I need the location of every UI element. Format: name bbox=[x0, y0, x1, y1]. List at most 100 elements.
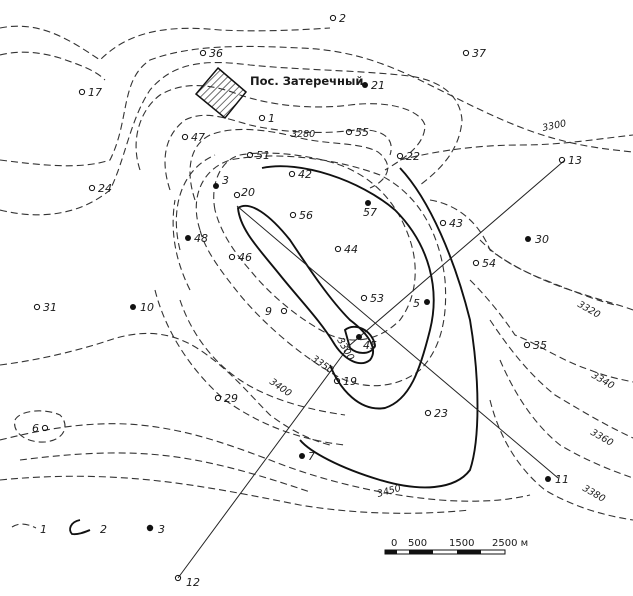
contour-label: 3350 bbox=[309, 353, 335, 376]
contour-label: 3280 bbox=[291, 129, 315, 140]
settlement-marker: Пос. Затеречный bbox=[194, 66, 363, 120]
well-label: 7 bbox=[308, 450, 315, 463]
well-label: 37 bbox=[472, 47, 486, 60]
well-marker: 53 bbox=[360, 292, 384, 305]
scale-bar: 0 500 1500 2500 м bbox=[384, 538, 528, 555]
well-label: 12 bbox=[186, 576, 200, 589]
well-marker: 57 bbox=[363, 200, 377, 219]
well-label: 3 bbox=[222, 174, 229, 187]
well-marker: 11 bbox=[545, 473, 569, 486]
well-label: 42 bbox=[298, 168, 312, 181]
well-label: 35 bbox=[533, 339, 547, 352]
well-label: 56 bbox=[299, 209, 313, 222]
scale-tick-label: 2500 м bbox=[492, 538, 528, 549]
well-marker: 24 bbox=[88, 182, 112, 195]
well-marker: 37 bbox=[462, 47, 486, 60]
well-label: 30 bbox=[535, 233, 549, 246]
well-marker: 23 bbox=[424, 407, 448, 420]
well-marker: 42 bbox=[288, 168, 312, 181]
well-label: 31 bbox=[43, 301, 57, 314]
well-marker: 56 bbox=[289, 209, 313, 222]
legend-item-solid: 2 bbox=[69, 519, 107, 536]
well-marker: 3 bbox=[213, 174, 229, 189]
well-marker: 1 bbox=[258, 112, 275, 125]
well-marker: 43 bbox=[439, 217, 463, 230]
legend-label: 3 bbox=[158, 523, 165, 536]
well-label: 1 bbox=[268, 112, 275, 125]
well-label: 54 bbox=[482, 257, 496, 270]
well-label: 47 bbox=[191, 131, 205, 144]
contour-label: 3300 bbox=[541, 118, 567, 134]
well-label: 19 bbox=[343, 375, 357, 388]
well-marker: 47 bbox=[181, 131, 205, 144]
well-marker: 44 bbox=[334, 243, 358, 256]
well-label: 46 bbox=[238, 251, 252, 264]
well-label: 10 bbox=[140, 301, 154, 314]
well-marker: 35 bbox=[523, 339, 547, 352]
well-label: 6 bbox=[32, 422, 39, 435]
settlement-label: Пос. Затеречный bbox=[250, 74, 363, 88]
well-marker: 45 bbox=[356, 334, 377, 352]
well-label: 5 bbox=[413, 297, 420, 310]
well-label: 44 bbox=[344, 243, 358, 256]
well-label: 29 bbox=[224, 392, 238, 405]
well-label: 24 bbox=[98, 182, 112, 195]
solid-lines bbox=[237, 165, 479, 489]
well-label: 51 bbox=[256, 149, 270, 162]
well-label: 53 bbox=[370, 292, 384, 305]
well-label: 55 bbox=[355, 126, 369, 139]
contour-label: 3320 bbox=[576, 299, 602, 321]
well-label: 13 bbox=[568, 154, 582, 167]
section-lines bbox=[177, 159, 566, 579]
contour-lines bbox=[0, 25, 633, 521]
scale-tick-label: 0 bbox=[391, 538, 397, 549]
well-marker: 2 bbox=[329, 12, 346, 25]
well-marker: 55 bbox=[345, 126, 369, 139]
well-marker: 12 bbox=[174, 574, 200, 589]
well-marker: 10 bbox=[130, 301, 154, 314]
well-marker: 5 bbox=[413, 297, 430, 310]
well-marker: 36 bbox=[199, 47, 223, 60]
well-marker: 46 bbox=[228, 251, 252, 264]
well-label: 20 bbox=[241, 186, 255, 199]
well-marker: 54 bbox=[472, 257, 496, 270]
well-label: 48 bbox=[194, 232, 208, 245]
wells: 2 36 37 17 21 1 47 55 51 22 13 42 24 3 2… bbox=[32, 12, 582, 589]
legend: 1 2 3 bbox=[11, 519, 165, 536]
scale-tick-label: 1500 bbox=[449, 538, 474, 549]
well-label: 2 bbox=[339, 12, 346, 25]
well-marker: 29 bbox=[214, 392, 238, 405]
well-marker: 7 bbox=[299, 450, 315, 463]
contour-labels: 3280 3300 3320 3340 3360 3380 3300 3350 … bbox=[267, 118, 616, 505]
scale-tick-label: 500 bbox=[408, 538, 427, 549]
well-marker: 48 bbox=[185, 232, 208, 245]
well-label: 23 bbox=[434, 407, 448, 420]
well-marker: 6 bbox=[32, 422, 49, 435]
well-label: 11 bbox=[555, 473, 569, 486]
well-marker: 21 bbox=[362, 79, 385, 92]
well-label: 9 bbox=[265, 305, 272, 318]
well-marker: 30 bbox=[525, 233, 549, 246]
well-marker: 22 bbox=[396, 150, 420, 163]
contour-label: 3380 bbox=[581, 483, 607, 505]
contour-label: 3340 bbox=[590, 370, 616, 392]
legend-label: 1 bbox=[40, 523, 47, 536]
well-marker: 51 bbox=[246, 149, 270, 162]
well-label: 17 bbox=[88, 86, 102, 99]
well-label: 21 bbox=[371, 79, 385, 92]
well-marker: 20 bbox=[233, 186, 255, 199]
well-marker: 31 bbox=[33, 301, 57, 314]
well-marker: 19 bbox=[333, 375, 357, 388]
legend-item-dashed: 1 bbox=[11, 523, 47, 536]
well-label: 43 bbox=[449, 217, 463, 230]
legend-label: 2 bbox=[100, 523, 107, 536]
well-label: 57 bbox=[363, 206, 377, 219]
well-label: 36 bbox=[209, 47, 223, 60]
well-label: 45 bbox=[363, 339, 377, 352]
well-label: 22 bbox=[406, 150, 420, 163]
contour-label: 3360 bbox=[589, 427, 615, 449]
contour-label: 3450 bbox=[376, 483, 402, 500]
well-marker: 13 bbox=[558, 154, 582, 167]
legend-item-dot: 3 bbox=[146, 523, 165, 536]
